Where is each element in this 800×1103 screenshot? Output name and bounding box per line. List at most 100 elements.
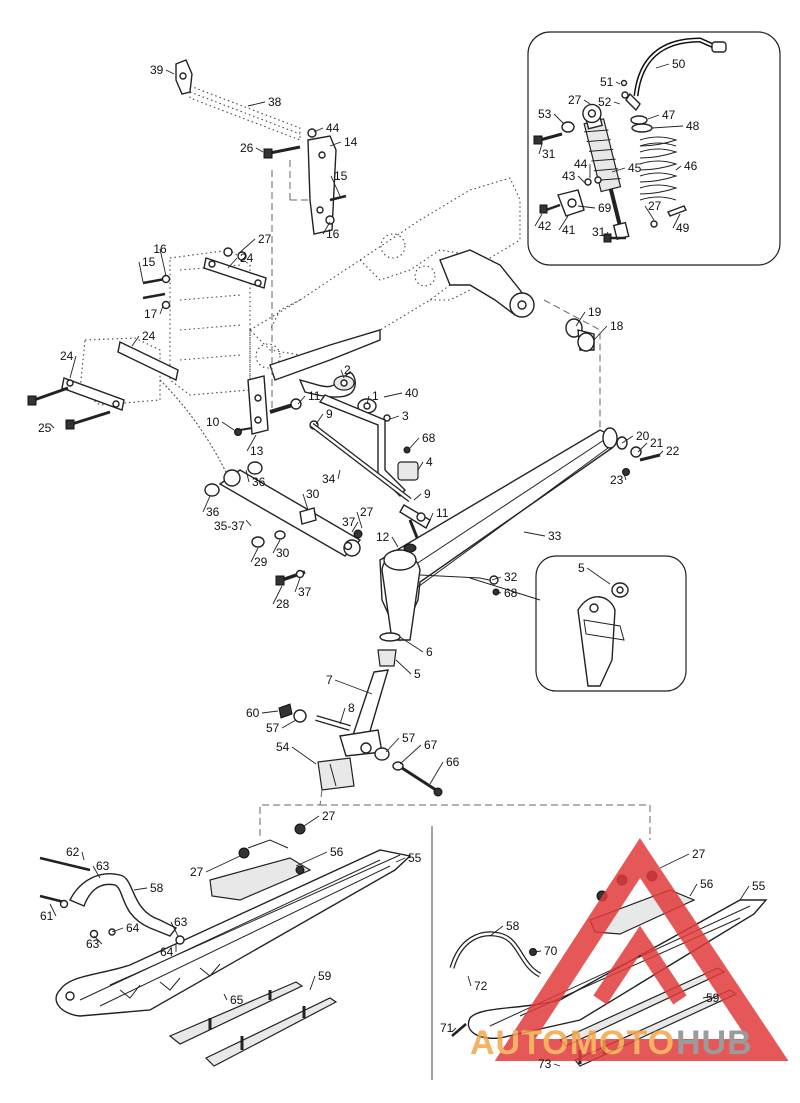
callout-leader-c27d: [644, 205, 655, 221]
callout-label-c70: 70: [544, 944, 558, 958]
callout-label-c34: 34: [322, 472, 336, 486]
tow-handle: [175, 59, 301, 141]
callout-leader-c56a: [295, 851, 328, 867]
callout-label-c14: 14: [344, 135, 358, 149]
callout-leader-c36a: [245, 469, 250, 483]
callout-label-c15a: 15: [334, 169, 348, 183]
tie-rod: [310, 394, 431, 541]
callout-leader-c49: [672, 213, 681, 229]
callout-label-c7: 7: [326, 673, 333, 687]
callout-leader-c55b: [739, 885, 750, 901]
callout-label-c57b: 57: [402, 731, 416, 745]
watermark-logo: AUTOMOTO HUB: [470, 838, 789, 1062]
callout-leader-c53: [553, 113, 565, 125]
callout-leader-c21: [637, 442, 648, 453]
callout-label-c68a: 68: [422, 431, 436, 445]
callout-label-c24b: 24: [60, 349, 74, 363]
callout-label-c69: 69: [598, 201, 612, 215]
callout-label-c72: 72: [474, 979, 488, 993]
callout-leader-c27c: [583, 99, 591, 105]
callout-leader-c47: [647, 114, 660, 120]
callout-label-c1: 1: [372, 389, 379, 403]
callout-leader-c3537: [245, 519, 252, 527]
callout-label-c54: 54: [276, 740, 290, 754]
callout-leader-c37a: [351, 521, 359, 533]
callout-leader-c4: [417, 461, 424, 471]
callout-label-c26: 26: [240, 141, 254, 155]
steering-arm: [298, 371, 391, 422]
callout-leader-c20: [621, 435, 634, 444]
ski-left: [39, 823, 412, 1067]
callout-leader-c23: [623, 473, 627, 481]
callout-leader-c8: [339, 707, 346, 725]
callout-leader-c57a: [281, 719, 297, 729]
callout-label-c41: 41: [562, 223, 576, 237]
callout-label-c73: 73: [538, 1057, 552, 1071]
callout-label-c10: 10: [206, 415, 220, 429]
callout-label-c58a: 58: [150, 881, 164, 895]
callout-label-c59a: 59: [318, 969, 332, 983]
callout-leader-c41: [558, 215, 569, 231]
callout-label-c36b: 36: [206, 505, 220, 519]
callout-leader-c58a: [133, 887, 148, 891]
callout-label-c3537: 35-37: [214, 519, 245, 533]
steering-bracket: [234, 375, 319, 436]
callout-leader-c10: [221, 421, 235, 431]
callout-label-c5a: 5: [578, 561, 585, 575]
callout-label-c27c: 27: [568, 93, 582, 107]
callout-label-c71: 71: [440, 1021, 454, 1035]
callout-label-c65: 65: [230, 993, 244, 1007]
callout-leader-c51: [615, 81, 621, 85]
callout-leader-c30b: [272, 539, 281, 554]
callout-leader-c25: [49, 423, 55, 429]
callout-leader-c58b: [489, 925, 504, 937]
callout-leader-c61: [49, 903, 57, 917]
callout-leader-c11a: [297, 395, 306, 405]
callout-leader-c50: [655, 63, 670, 69]
callout-label-c3: 3: [402, 409, 409, 423]
callout-leader-c45: [611, 167, 626, 173]
callout-label-c13: 13: [250, 444, 264, 458]
callout-leader-c43: [577, 175, 587, 185]
callout-leader-c55a: [395, 857, 406, 863]
callout-leader-c15a: [330, 175, 341, 197]
callout-label-c32: 32: [504, 570, 518, 584]
callout-label-c56a: 56: [330, 845, 344, 859]
callout-label-c39: 39: [150, 63, 164, 77]
callout-leader-c48: [651, 125, 684, 129]
callout-label-c22: 22: [666, 444, 680, 458]
trailing-arm: [204, 461, 363, 586]
callout-label-c28: 28: [276, 597, 290, 611]
callout-leader-c13: [246, 434, 257, 452]
callout-leader-c26: [255, 147, 264, 153]
callout-label-c50: 50: [672, 57, 686, 71]
callout-label-c12: 12: [376, 530, 390, 544]
callout-leader-c22: [657, 450, 664, 457]
front-bracket: [263, 128, 347, 408]
callout-leader-c39: [165, 69, 175, 75]
callout-leader-c62: [81, 851, 85, 861]
callout-label-c53: 53: [538, 107, 552, 121]
callout-leader-c7: [334, 679, 373, 695]
callout-label-c66: 66: [446, 755, 460, 769]
callout-leader-c1: [366, 395, 370, 405]
callout-label-c63a: 63: [96, 859, 110, 873]
callout-label-c57a: 57: [266, 721, 280, 735]
callout-leader-c16a: [322, 221, 331, 235]
callout-label-c42: 42: [538, 219, 552, 233]
callout-leader-c18: [593, 325, 608, 341]
callout-label-c9a: 9: [326, 407, 333, 421]
callout-leader-c27g: [659, 853, 690, 869]
callout-label-c37b: 37: [298, 585, 312, 599]
callout-label-c58b: 58: [506, 919, 520, 933]
callout-label-c27a: 27: [258, 232, 272, 246]
callout-leader-c32: [491, 576, 502, 581]
callout-leader-c70: [533, 950, 542, 953]
callout-leader-c63b: [93, 935, 103, 945]
callout-leader-c27f: [205, 855, 241, 873]
callout-leader-c9a: [315, 413, 324, 425]
callout-label-c38: 38: [268, 95, 282, 109]
callout-label-c63c: 63: [174, 915, 188, 929]
callout-leader-c46: [675, 165, 682, 171]
